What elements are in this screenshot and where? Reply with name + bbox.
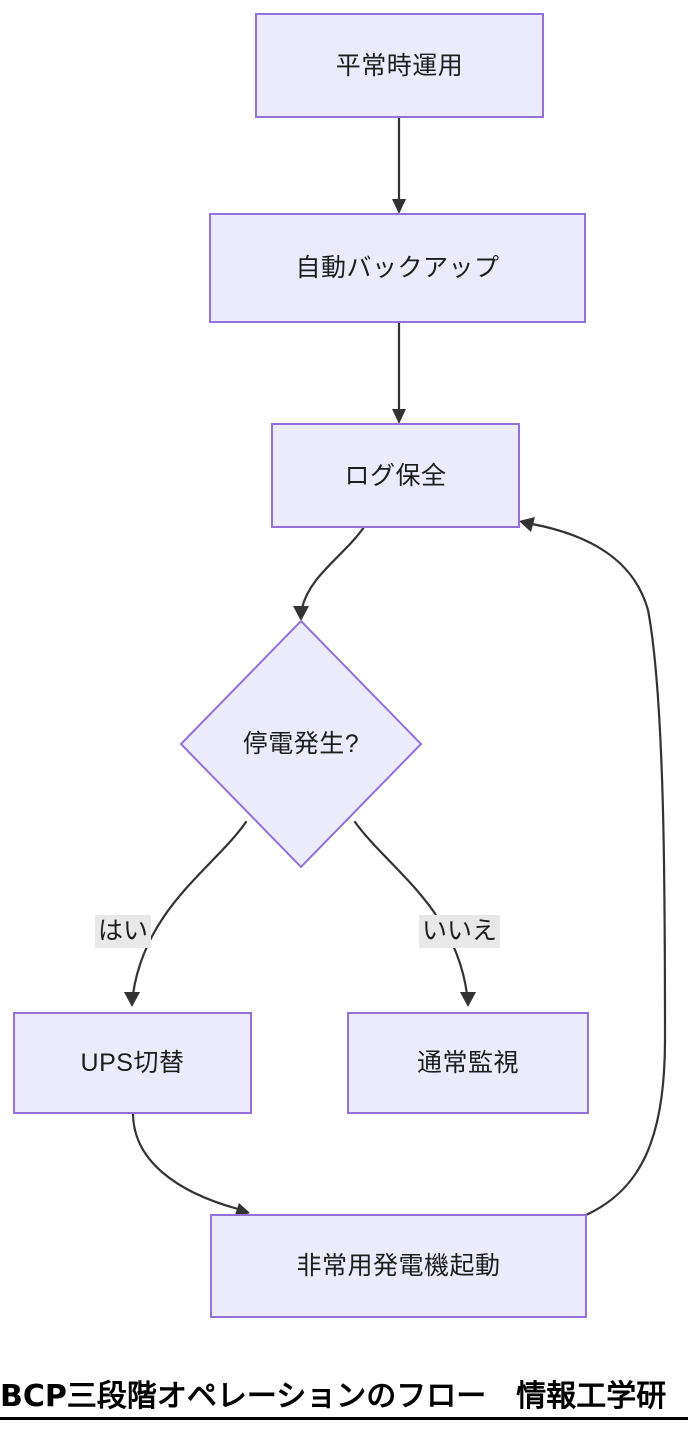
edge-teiden-to-tsujo	[353, 820, 476, 1007]
arrowhead	[460, 992, 476, 1007]
node-hijoyo-hatsudenki-kido[interactable]	[210, 1214, 587, 1318]
caption-area: BCP三段階オペレーションのフロー 情報工学研	[0, 1378, 688, 1432]
node-tsujo-kanshi[interactable]	[347, 1012, 589, 1114]
arrowhead	[293, 606, 309, 621]
node-ups-kirikae[interactable]	[13, 1012, 252, 1114]
edge-backup-to-log	[392, 320, 406, 424]
edge-label-iie: いいえ	[419, 915, 501, 949]
node-heijoji-unyo[interactable]	[255, 13, 544, 118]
arrowhead	[392, 409, 406, 424]
arrowhead	[519, 517, 535, 532]
caption-text: BCP三段階オペレーションのフロー 情報工学研	[0, 1379, 667, 1414]
edge-generator-to-log	[519, 517, 667, 1217]
arrowhead	[392, 199, 406, 214]
node-jido-backup[interactable]	[209, 213, 586, 323]
node-teiden-hassei-decision[interactable]	[179, 619, 423, 869]
edge-log-to-teiden	[293, 525, 366, 621]
node-log-hozen[interactable]	[271, 423, 520, 528]
arrowhead	[124, 992, 140, 1007]
edge-label-hai: はい	[95, 915, 152, 949]
edge-ups-to-generator	[131, 1111, 250, 1218]
edge-teiden-to-ups	[124, 820, 248, 1007]
edge-heijoji-to-backup	[392, 115, 406, 214]
caption-underline	[0, 1417, 688, 1420]
